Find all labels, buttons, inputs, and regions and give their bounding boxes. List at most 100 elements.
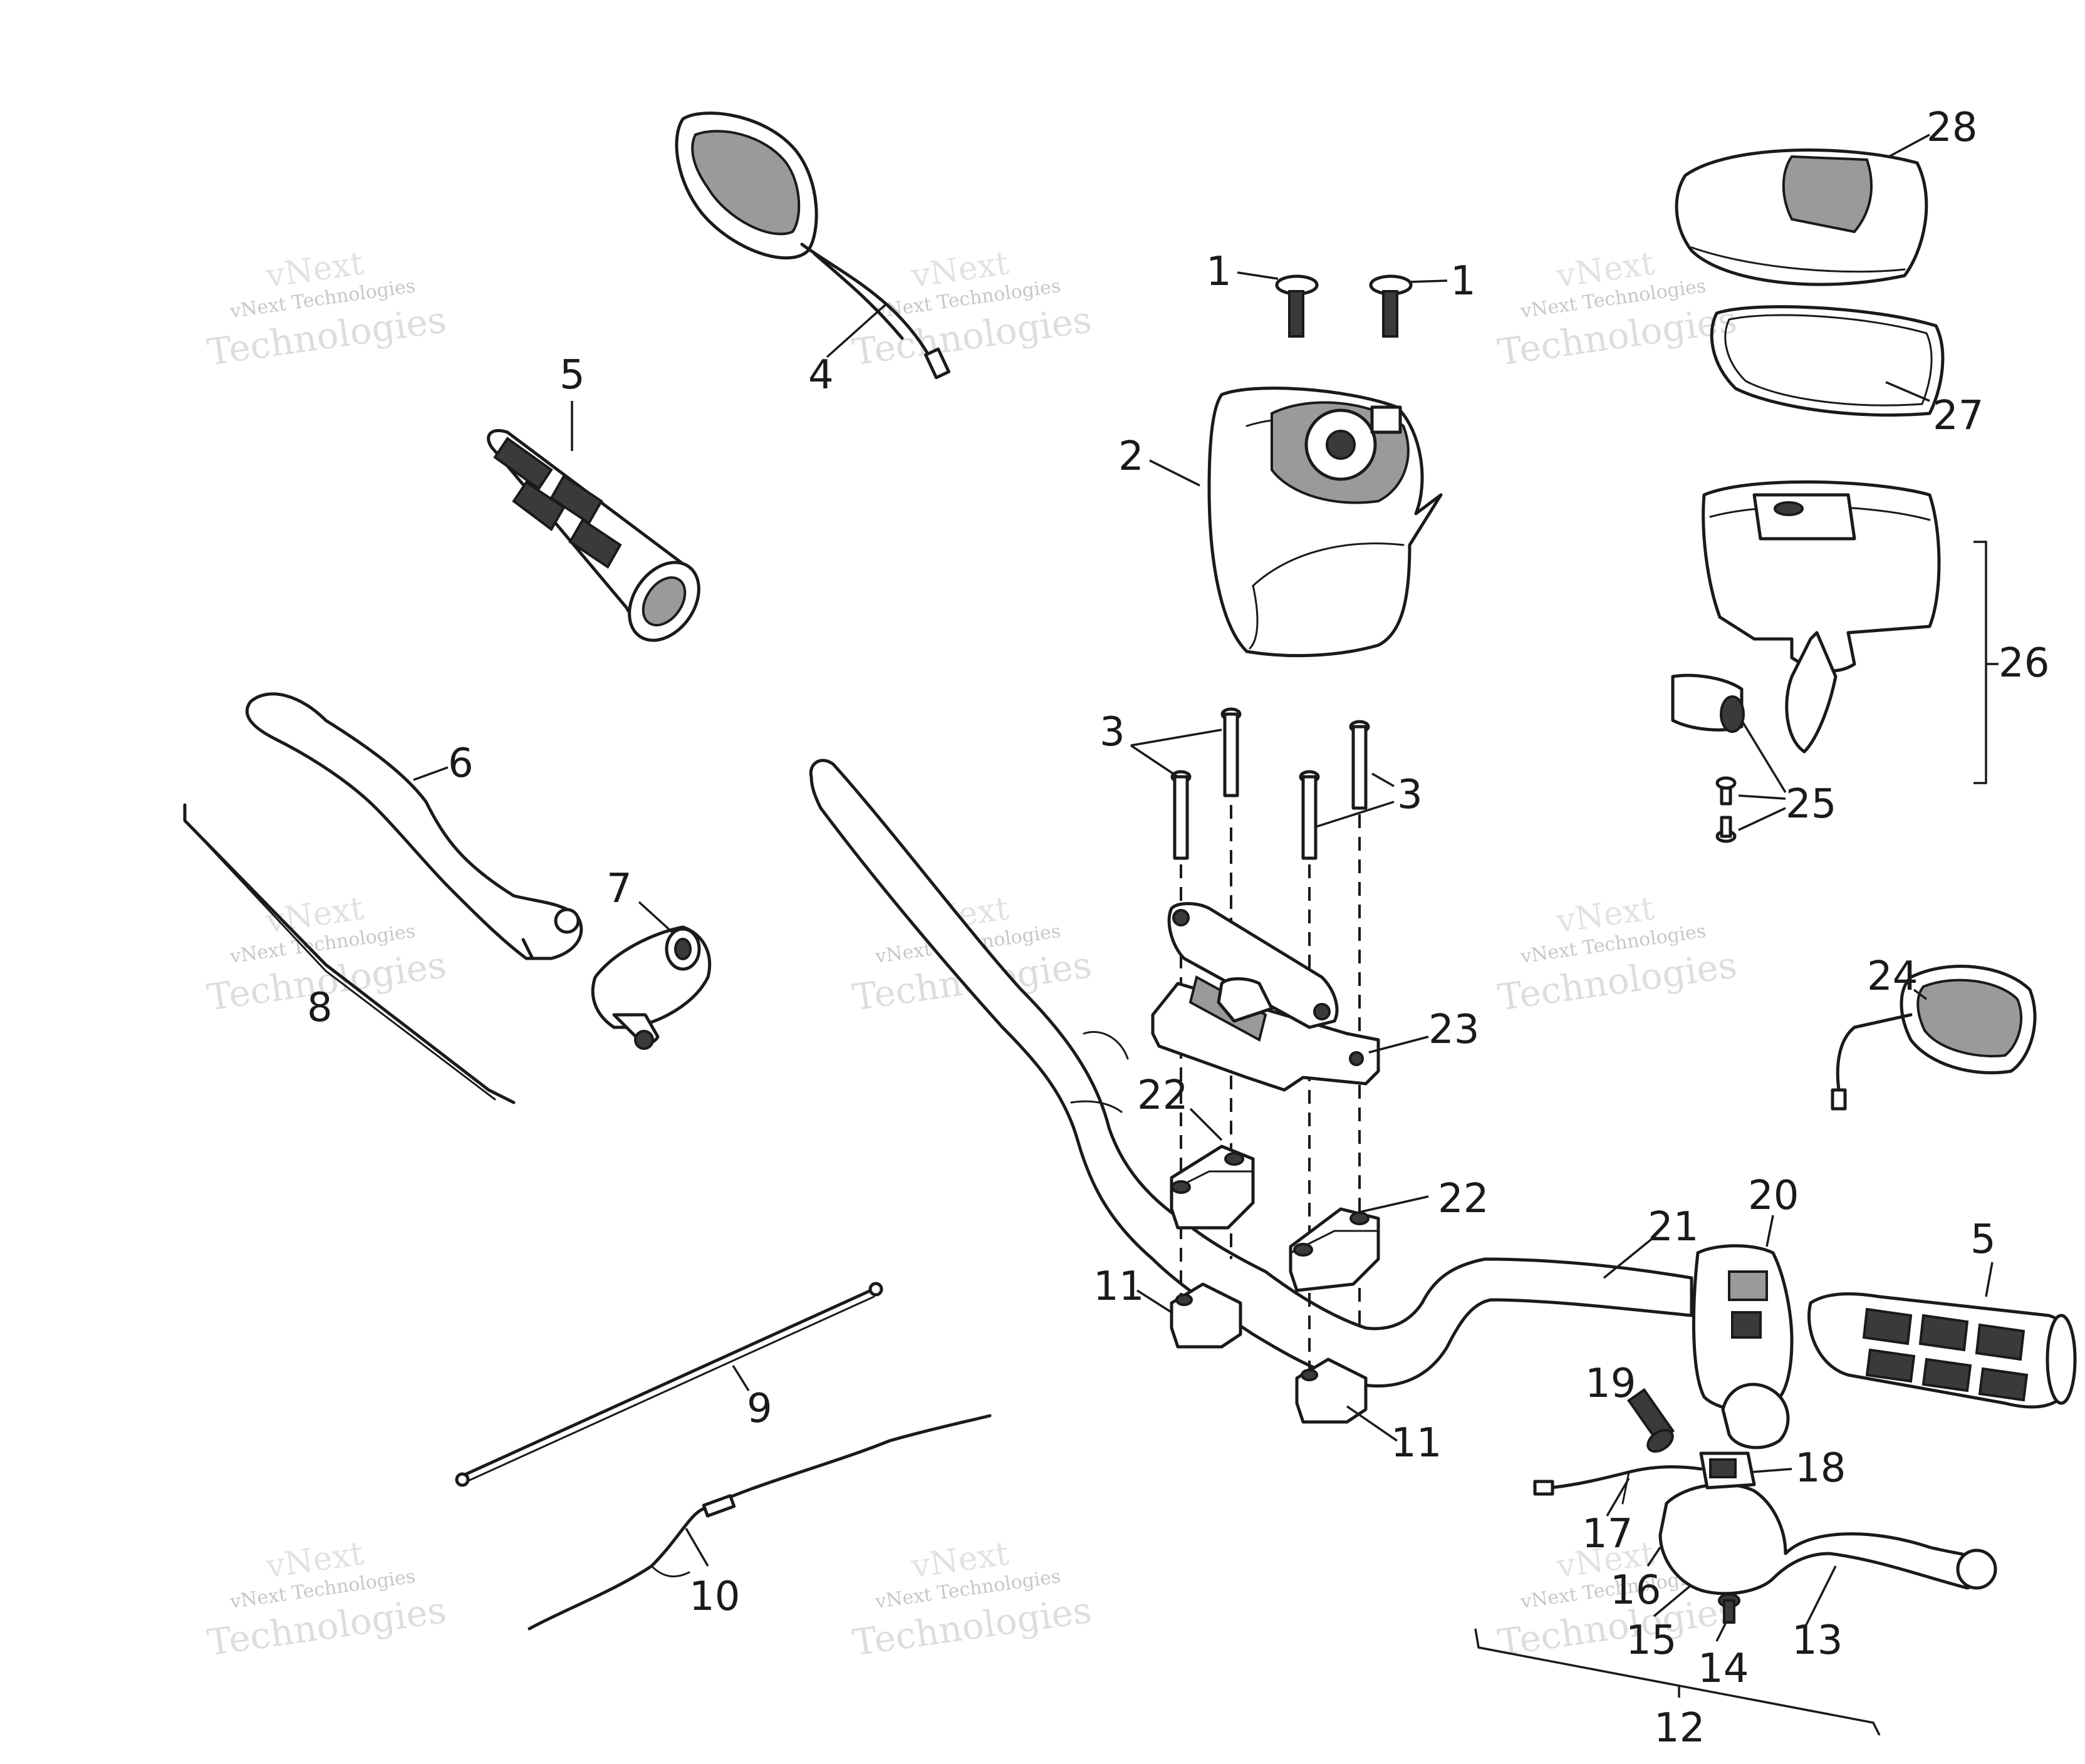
- leader-3c: [1371, 772, 1395, 787]
- callout-23: 23: [1428, 1007, 1479, 1053]
- callout-26: 26: [1999, 640, 2049, 687]
- leader-1b: [1410, 279, 1448, 283]
- clamp-lower-left: [1170, 1282, 1242, 1349]
- bolt-3b: [1170, 770, 1192, 860]
- callout-16: 16: [1610, 1567, 1661, 1614]
- leader-22b: [1359, 1195, 1429, 1213]
- callout-24: 24: [1867, 953, 1918, 1000]
- bolt-3c: [1349, 720, 1370, 810]
- leader-6: [413, 766, 449, 781]
- callout-5b: 5: [1970, 1217, 1996, 1263]
- callout-14: 14: [1698, 1646, 1749, 1692]
- callout-3b: 3: [1397, 772, 1423, 818]
- bracket-26: [1973, 541, 1987, 784]
- callout-27: 27: [1933, 393, 1984, 439]
- leader-7: [638, 901, 675, 935]
- callout-21: 21: [1648, 1204, 1698, 1250]
- leader-2: [1149, 459, 1200, 487]
- screw-14: [1718, 1593, 1740, 1624]
- leader-3d: [1315, 801, 1395, 828]
- leader-9: [732, 1365, 750, 1391]
- callout-6: 6: [448, 740, 474, 787]
- bracket-12: [1474, 1628, 1881, 1736]
- leader-20: [1765, 1215, 1774, 1247]
- callout-11a: 11: [1093, 1263, 1144, 1310]
- watermark-top-left: vNext vNext Technologies Technologies: [205, 244, 449, 373]
- handlebar-cover: [1207, 387, 1443, 658]
- mirror-left: [675, 112, 950, 380]
- bolt-19: [1626, 1388, 1675, 1453]
- switch-housing-right: [1692, 1244, 1794, 1450]
- callout-28: 28: [1926, 105, 1977, 151]
- callout-8: 8: [307, 985, 333, 1031]
- watermark-bottom-center: vNext vNext Technologies Technologies: [850, 1535, 1094, 1664]
- callout-5a: 5: [559, 352, 585, 398]
- mounting-plate: [1151, 902, 1380, 1092]
- leader-10: [685, 1528, 709, 1567]
- leader-25a: [1740, 720, 1787, 793]
- leader-22a: [1189, 1108, 1223, 1141]
- callout-1a: 1: [1206, 249, 1232, 295]
- leader-25c: [1738, 807, 1786, 831]
- callout-18: 18: [1795, 1445, 1846, 1492]
- leader-17: [1606, 1478, 1630, 1517]
- callout-15: 15: [1626, 1617, 1677, 1664]
- leader-15: [1653, 1584, 1693, 1617]
- leader-27: [1885, 381, 1930, 402]
- lever-bracket: [591, 925, 712, 1050]
- handlebar: [809, 759, 1693, 1388]
- bolt-3d: [1299, 770, 1320, 860]
- instrument-gasket: [1710, 305, 1945, 417]
- leader-23: [1368, 1035, 1429, 1054]
- screw-25a: [1715, 776, 1737, 806]
- clutch-cable: [183, 803, 516, 1104]
- grip-right: [1807, 1292, 2077, 1409]
- leader-11b: [1346, 1405, 1398, 1442]
- instrument-top-cover: [1675, 148, 1928, 286]
- callout-1b: 1: [1450, 258, 1476, 304]
- leader-13: [1803, 1565, 1837, 1629]
- leader-5b: [1985, 1262, 1994, 1297]
- grip-left: [487, 428, 700, 642]
- leader-16: [1646, 1547, 1661, 1567]
- watermark-top-center: vNext vNext Technologies Technologies: [850, 244, 1094, 373]
- leader-4: [826, 303, 888, 358]
- callout-11b: 11: [1391, 1420, 1442, 1466]
- callout-19: 19: [1585, 1361, 1636, 1407]
- leader-24: [1913, 988, 1928, 1000]
- leader-14: [1715, 1622, 1727, 1642]
- leader-1a: [1237, 271, 1279, 280]
- watermark-mid-right: vNext vNext Technologies Technologies: [1495, 890, 1740, 1019]
- callout-12: 12: [1654, 1705, 1705, 1751]
- callout-10: 10: [689, 1574, 740, 1620]
- leader-3b: [1130, 744, 1178, 778]
- bolt-3a: [1220, 707, 1242, 797]
- leader-21: [1603, 1236, 1655, 1279]
- callout-20: 20: [1748, 1173, 1799, 1219]
- callout-9: 9: [747, 1386, 772, 1432]
- callout-4: 4: [808, 352, 834, 398]
- clamp-upper-right: [1289, 1207, 1380, 1292]
- cable-9: [455, 1282, 883, 1487]
- brake-lever-assembly: [1533, 1451, 1997, 1595]
- instrument-housing: [1671, 480, 1941, 754]
- mirror-right: [1831, 965, 2037, 1111]
- leader-28: [1888, 133, 1930, 158]
- callout-25: 25: [1786, 781, 1836, 828]
- throttle-cable: [528, 1414, 992, 1631]
- leader-11a: [1136, 1289, 1172, 1314]
- screw-1a: [1275, 274, 1319, 338]
- clamp-upper-left: [1170, 1144, 1255, 1230]
- screw-25b: [1715, 816, 1737, 843]
- leader-18: [1750, 1468, 1792, 1473]
- leader-3a: [1130, 729, 1222, 747]
- callout-7: 7: [606, 866, 632, 912]
- leader-25b: [1738, 794, 1786, 800]
- screw-1b: [1369, 274, 1413, 338]
- callout-22b: 22: [1438, 1176, 1489, 1222]
- callout-17: 17: [1582, 1511, 1633, 1557]
- callout-2: 2: [1118, 433, 1144, 480]
- clutch-lever: [245, 692, 583, 960]
- callout-22a: 22: [1137, 1072, 1188, 1119]
